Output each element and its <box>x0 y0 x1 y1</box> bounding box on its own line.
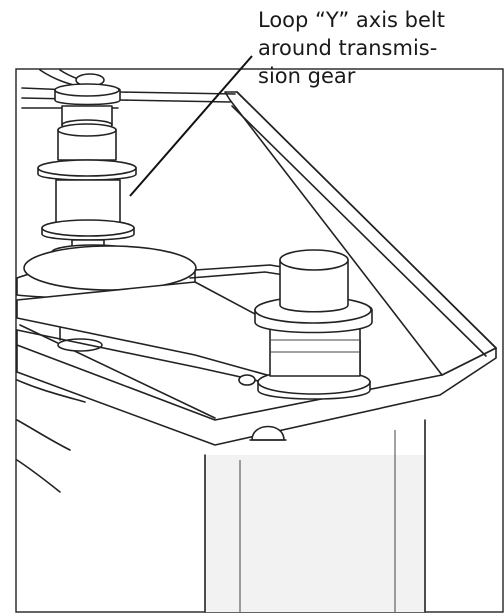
callout-line-1: Loop “Y” axis belt <box>258 8 445 32</box>
dome-bolt <box>249 425 287 441</box>
transmission-gear <box>238 249 373 400</box>
base-tower <box>204 419 426 613</box>
callout-leader-line <box>129 55 253 197</box>
mounting-plate <box>16 91 497 446</box>
callout-line-3: sion gear <box>258 64 356 88</box>
upper-pulley-stack <box>37 69 137 269</box>
callout-line-2: around transmis- <box>258 36 438 60</box>
left-contours <box>16 379 86 493</box>
top-belt <box>21 87 236 109</box>
callout-label: Loop “Y” axis belt around transmis- sion… <box>258 6 498 90</box>
